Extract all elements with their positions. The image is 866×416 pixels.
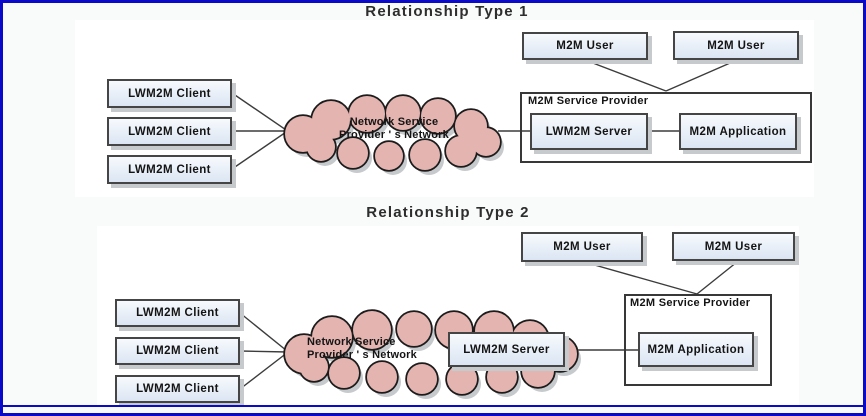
m2m-user-box: M2M User <box>521 232 643 262</box>
network-cloud-label: Network Service Provider ' s Network <box>283 116 505 142</box>
connector-line <box>239 312 293 356</box>
connector-line <box>583 261 698 295</box>
figure1-title: Relationship Type 1 <box>365 3 529 20</box>
cloud-label-line1: Network Service <box>349 116 439 128</box>
m2m-user-box: M2M User <box>672 232 795 261</box>
figure2-title: Relationship Type 2 <box>366 204 530 221</box>
connector-line <box>231 127 293 170</box>
lwm2m-client-box: LWM2M Client <box>107 79 232 108</box>
m2m-service-provider-container <box>624 294 772 386</box>
connector-line <box>584 59 667 92</box>
lwm2m-server-box: LWM2M Server <box>530 113 648 150</box>
m2m-application-box: M2M Application <box>679 113 797 150</box>
lwm2m-client-box: LWM2M Client <box>115 375 240 403</box>
connector-line <box>231 92 293 135</box>
lwm2m-client-box: LWM2M Client <box>115 337 240 365</box>
connector-line <box>665 59 738 92</box>
m2m-service-provider-container <box>520 92 812 163</box>
lwm2m-client-box: LWM2M Client <box>107 117 232 146</box>
cloud-label-line2: Provider ' s Network <box>307 349 417 361</box>
cloud-label-line1: Network Service <box>307 336 396 348</box>
connector-line <box>239 350 289 353</box>
bottom-divider <box>3 405 863 407</box>
lwm2m-server-box: LWM2M Server <box>448 332 565 367</box>
lwm2m-client-box: LWM2M Client <box>107 155 232 184</box>
m2m-application-box: M2M Application <box>638 332 754 367</box>
m2m-service-provider-label: M2M Service Provider <box>630 297 751 309</box>
m2m-user-box: M2M User <box>673 31 799 60</box>
m2m-user-box: M2M User <box>522 32 648 60</box>
network-cloud-label: Network Service Provider ' s Network <box>307 336 417 362</box>
cloud-label-line2: Provider ' s Network <box>339 129 449 141</box>
connector-line <box>696 261 738 295</box>
lwm2m-client-box: LWM2M Client <box>115 299 240 327</box>
m2m-service-provider-label: M2M Service Provider <box>528 95 649 107</box>
